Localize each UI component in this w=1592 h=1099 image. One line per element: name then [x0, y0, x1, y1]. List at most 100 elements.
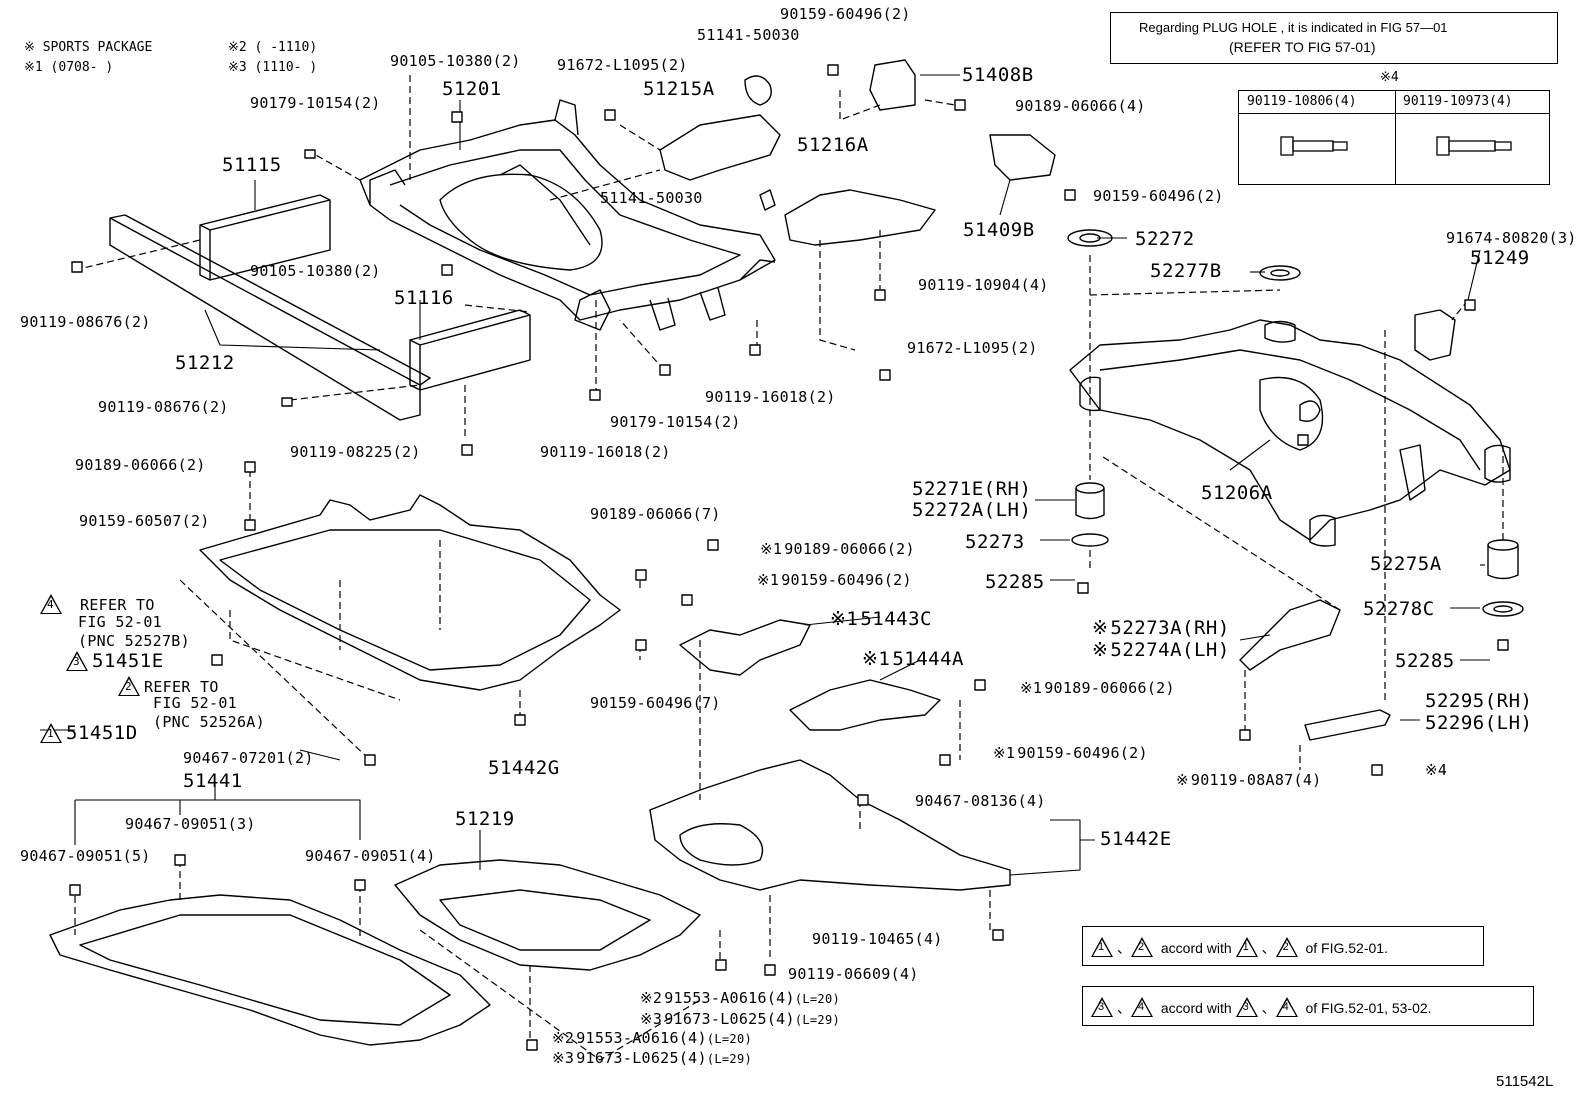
part-51441[interactable]: 51441 — [183, 770, 243, 792]
triangle-2-icon: 2 — [1131, 937, 1153, 957]
fastener-mark-4[interactable]: ※4 — [1425, 761, 1448, 779]
part-52295[interactable]: 52295(RH) — [1425, 690, 1533, 712]
part-51212[interactable]: 51212 — [175, 352, 235, 374]
fastener-90467-09051-4[interactable]: 90467-09051(4) — [305, 847, 436, 865]
fastener-90159-60496-mid[interactable]: 90159-60496(2) — [1093, 187, 1224, 205]
fastener-90189-06066-2-left[interactable]: 90189-06066(2) — [75, 456, 206, 474]
legend-2-tail: of FIG.52-01, 53-02. — [1305, 1000, 1432, 1016]
triangle-1-icon: 1 — [1235, 937, 1258, 957]
fastener-90159-60496-top[interactable]: 90159-60496(2) — [780, 5, 911, 23]
fastener-90159-60496-7[interactable]: 90159-60496(7) — [590, 694, 721, 712]
triangle-2-icon: 2 — [118, 676, 140, 696]
part-52277B[interactable]: 52277B — [1150, 260, 1222, 282]
fastener-90467-08136[interactable]: 90467-08136(4) — [915, 792, 1046, 810]
part-51115[interactable]: 51115 — [222, 154, 282, 176]
part-52272[interactable]: 52272 — [1135, 228, 1195, 250]
fastener-90119-16018-bottom[interactable]: 90119-16018(2) — [540, 443, 671, 461]
fastener-90467-09051-3[interactable]: 90467-09051(3) — [125, 815, 256, 833]
part-51116[interactable]: 51116 — [394, 287, 454, 309]
crossmember-51201-drawing — [359, 99, 776, 331]
triangle-1-icon: 1 — [40, 723, 62, 743]
fastener-51141-50030-top[interactable]: 51141-50030 — [697, 26, 800, 44]
legend-1-text: accord with — [1160, 940, 1232, 956]
plug-hole-line-2: (REFER TO FIG 57-01) — [1229, 39, 1376, 55]
fastener-90105-10380-top[interactable]: 90105-10380(2) — [390, 52, 521, 70]
fastener-91674-80820[interactable]: 91674-80820(3) — [1446, 229, 1577, 247]
part-52274A[interactable]: ※52274A(LH) — [1092, 639, 1230, 661]
part-52278C[interactable]: 52278C — [1363, 598, 1435, 620]
part-52275A[interactable]: 52275A — [1370, 553, 1442, 575]
part-51215A[interactable]: 51215A — [643, 78, 715, 100]
fastener-90119-10904[interactable]: 90119-10904(4) — [918, 276, 1049, 294]
part-52273A[interactable]: ※52273A(RH) — [1092, 617, 1230, 639]
bolt-10806-icon — [1280, 136, 1348, 156]
part-51442G[interactable]: 51442G — [488, 757, 560, 779]
part-51201[interactable]: 51201 — [442, 78, 502, 100]
bushing-drawings — [1067, 229, 1524, 617]
fastener-51141-50030-mid[interactable]: 51141-50030 — [600, 189, 703, 207]
fastener-90119-08676-top[interactable]: 90119-08676(2) — [20, 313, 151, 331]
fastener-91672-L1095-top[interactable]: 91672-L1095(2) — [557, 56, 688, 74]
fastener-91672-L1095-mid[interactable]: 91672-L1095(2) — [907, 339, 1038, 357]
fastener-90119-08676-bottom[interactable]: 90119-08676(2) — [98, 398, 229, 416]
part-51206A[interactable]: 51206A — [1201, 482, 1273, 504]
fastener-90189-06066-4[interactable]: 90189-06066(4) — [1015, 97, 1146, 115]
triangle-3-icon: 3 — [1235, 997, 1258, 1017]
fastener-90119-08225[interactable]: 90119-08225(2) — [290, 443, 421, 461]
plug-hole-reference-box: Regarding PLUG HOLE , it is indicated in… — [1110, 12, 1558, 64]
part-52273[interactable]: 52273 — [965, 531, 1025, 553]
refer-fig-52-01-b: FIG 52-01 — [153, 694, 237, 712]
part-51249[interactable]: 51249 — [1470, 247, 1530, 269]
bracket-51249-drawing — [1414, 309, 1456, 361]
rear-crossmember-51206A-drawing — [1069, 319, 1511, 547]
fastener-90467-09051-5[interactable]: 90467-09051(5) — [20, 847, 151, 865]
part-52285-left[interactable]: 52285 — [985, 571, 1045, 593]
triangle-3-icon: 3 — [66, 651, 88, 671]
refer-pnc-52526A: (PNC 52526A) — [153, 713, 265, 731]
bolt-table-mark: ※4 — [1380, 70, 1399, 85]
fastener-90105-10380-mid[interactable]: 90105-10380(2) — [250, 262, 381, 280]
part-52271E[interactable]: 52271E(RH) — [912, 478, 1032, 500]
legend-box-3-4: 3、4 accord with 3、4 of FIG.52-01, 53-02. — [1082, 986, 1534, 1026]
fastener-90467-07201[interactable]: 90467-07201(2) — [183, 749, 314, 767]
fastener-90119-06609[interactable]: 90119-06609(4) — [788, 965, 919, 983]
part-51409B[interactable]: 51409B — [963, 219, 1035, 241]
fastener-90179-10154-bottom[interactable]: 90179-10154(2) — [610, 413, 741, 431]
figure-id: 511542L — [1496, 1073, 1554, 1090]
leader-lines — [40, 74, 1490, 876]
part-51408B[interactable]: 51408B — [962, 64, 1034, 86]
part-52296[interactable]: 52296(LH) — [1425, 712, 1533, 734]
fastener-90119-10465[interactable]: 90119-10465(4) — [812, 930, 943, 948]
part-51442E[interactable]: 51442E — [1100, 828, 1172, 850]
fastener-90119-08A87[interactable]: ※90119-08A87(4) — [1176, 771, 1322, 789]
part-51216A[interactable]: 51216A — [797, 134, 869, 156]
fastener-90189-06066-7[interactable]: 90189-06066(7) — [590, 505, 721, 523]
fastener-90179-10154-top[interactable]: 90179-10154(2) — [250, 94, 381, 112]
under-cover-drawings — [49, 494, 1011, 1046]
refer-pnc-52527B: (PNC 52527B) — [78, 632, 190, 650]
part-52285-right[interactable]: 52285 — [1395, 650, 1455, 672]
part-51219[interactable]: 51219 — [455, 808, 515, 830]
fastener-90159-60507[interactable]: 90159-60507(2) — [79, 512, 210, 530]
bracket-52295-drawing — [1304, 709, 1391, 741]
bolt-table-col-1: 90119-10806(4) — [1247, 94, 1357, 109]
bolt-table: 90119-10806(4) 90119-10973(4) — [1238, 90, 1550, 185]
refer-fig-52-01-a: FIG 52-01 — [78, 613, 162, 631]
bolt-10973-icon — [1436, 136, 1512, 156]
fastener-90119-16018-right[interactable]: 90119-16018(2) — [705, 388, 836, 406]
part-52272A[interactable]: 52272A(LH) — [912, 499, 1032, 521]
